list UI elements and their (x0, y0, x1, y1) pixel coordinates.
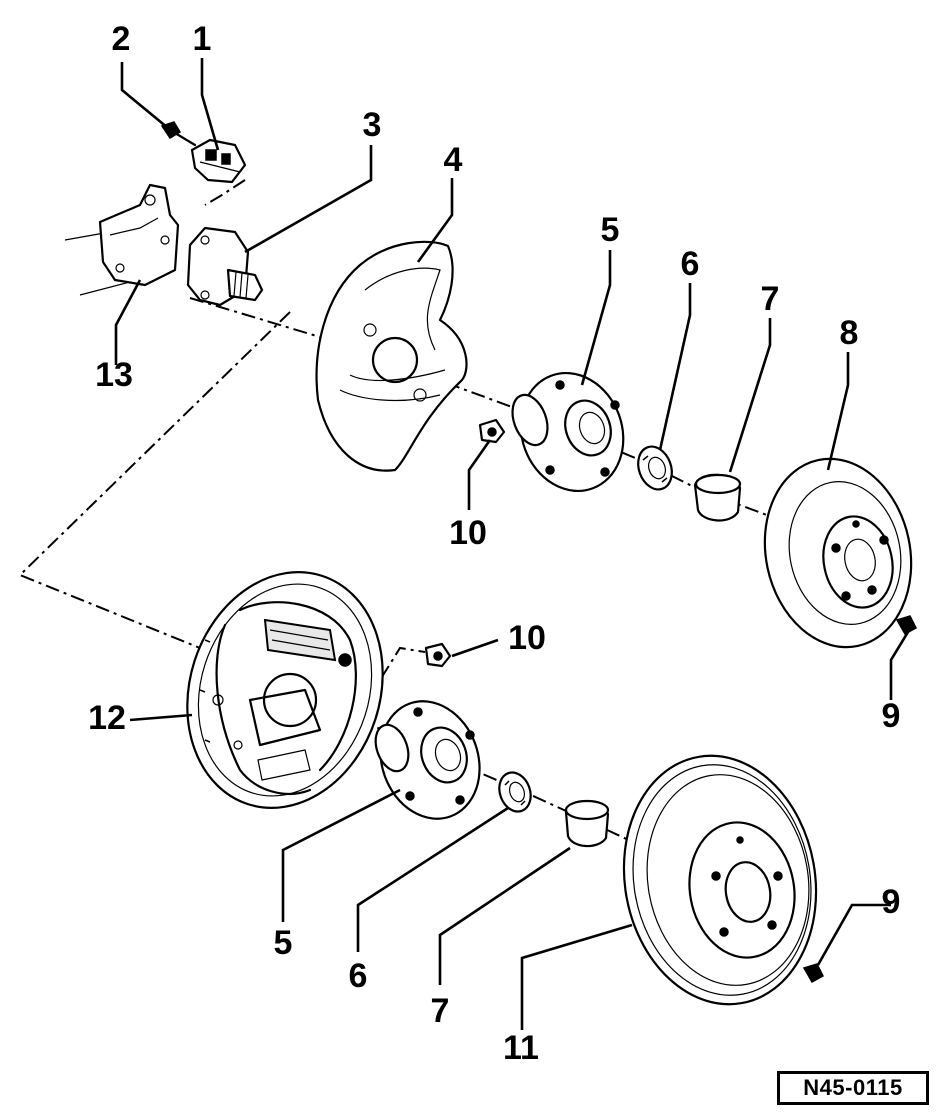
callout-label-9-upper: 9 (882, 697, 901, 735)
hub-nut-lower (498, 771, 532, 813)
callout-label-7-lower: 7 (431, 992, 450, 1030)
hub-nut-upper (637, 445, 673, 491)
callout-label-11: 11 (503, 1029, 539, 1067)
callout-label-4: 4 (444, 141, 463, 179)
wheel-hub-upper (511, 371, 625, 493)
callout-label-5-lower: 5 (274, 924, 293, 962)
callout-1-label-2: 2 (112, 20, 131, 58)
callout-label-6-upper: 6 (681, 245, 700, 283)
callout-label-9-lower: 9 (882, 883, 901, 921)
callout-label-7-upper: 7 (761, 280, 780, 318)
reference-code: N45-0115 (803, 1075, 903, 1100)
drum-screw-lower (802, 963, 824, 984)
reference-code-box: N45-0115 (777, 1071, 929, 1105)
callout-label-6-lower: 6 (349, 957, 368, 995)
callout-label-12: 12 (88, 699, 126, 737)
splash-shield (315, 240, 468, 472)
disc-screw-upper (895, 615, 917, 636)
axle-carrier-plate (64, 183, 180, 296)
stub-axle (186, 226, 264, 307)
callout-label-10-lower: 10 (508, 619, 546, 657)
wheel-hub-lower (374, 700, 481, 820)
bolt-lower (424, 642, 452, 668)
brake-backplate (186, 571, 384, 809)
grease-cap-upper (693, 473, 742, 522)
leader-lines (114, 58, 910, 1030)
brake-drum (622, 754, 818, 1006)
callout-label-1: 1 (193, 20, 212, 58)
callout-label-5-upper: 5 (601, 211, 620, 249)
bolt-upper (478, 418, 506, 444)
callout-label-3: 3 (363, 106, 382, 144)
callout-label-10-upper: 10 (449, 514, 487, 552)
grease-cap-lower (564, 799, 610, 848)
callout-label-8: 8 (840, 314, 859, 352)
speed-sensor (190, 138, 247, 184)
brake-disc (763, 457, 913, 649)
callout-label-13: 13 (95, 356, 133, 394)
callout-labels: 2 1 3 4 5 6 7 8 9 10 10 12 13 5 6 7 11 9 (88, 20, 900, 1067)
